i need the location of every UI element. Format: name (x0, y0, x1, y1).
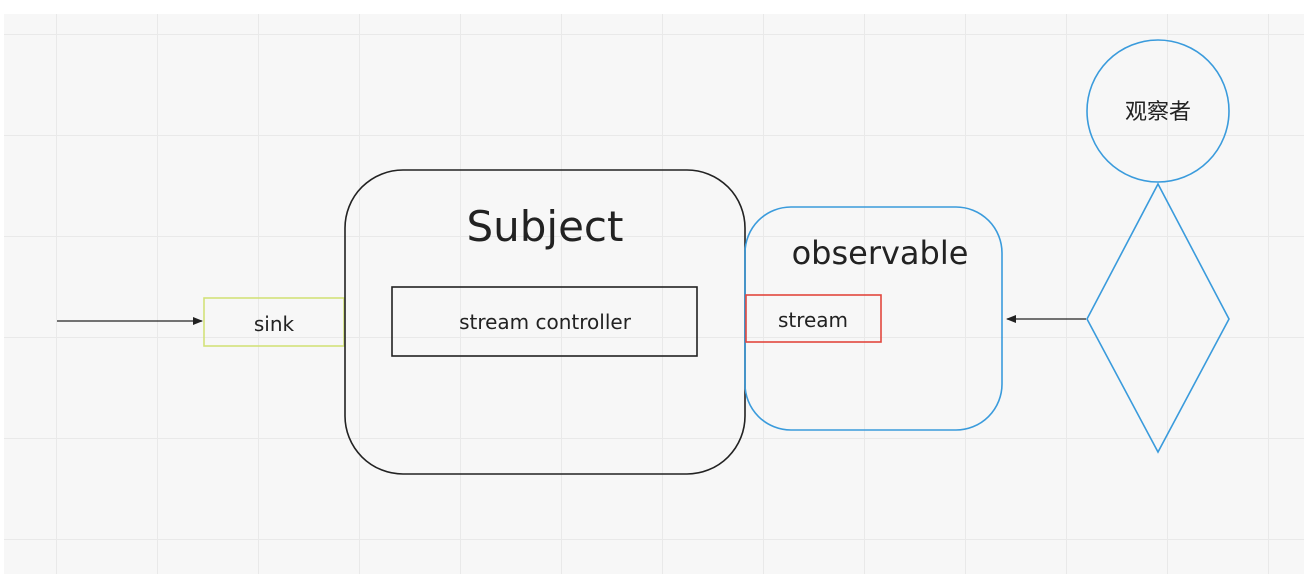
observable-container (744, 206, 1003, 431)
observer-diamond (1086, 182, 1230, 454)
stream-box (745, 294, 882, 343)
observer-circle (1086, 39, 1230, 183)
sink-box (203, 297, 345, 347)
sink-label: sink (254, 312, 295, 336)
stream-controller-box (391, 286, 698, 357)
subject-title: Subject (466, 202, 623, 251)
observable-title: observable (792, 234, 969, 272)
stream-controller-label: stream controller (459, 310, 632, 334)
stream-label: stream (778, 308, 848, 332)
observer-label: 观察者 (1125, 100, 1191, 125)
